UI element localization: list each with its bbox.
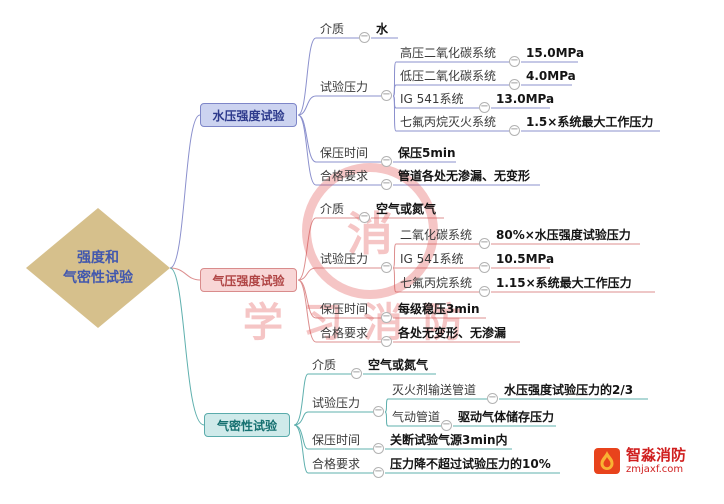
topic-label[interactable]: 七氟丙烷系统 bbox=[400, 276, 473, 290]
branch2-connectors bbox=[169, 217, 655, 343]
collapse-icon[interactable]: − bbox=[381, 178, 392, 190]
root-title-line2: 气密性试验 bbox=[63, 270, 133, 286]
collapse-icon[interactable]: − bbox=[479, 101, 490, 113]
topic-label[interactable]: 合格要求 bbox=[320, 169, 369, 183]
collapse-icon[interactable]: − bbox=[373, 442, 384, 454]
brand-logo: 智淼消防 zmjaxf.com bbox=[594, 446, 687, 476]
topic-label[interactable]: IG 541系统 bbox=[400, 252, 464, 266]
topic-label[interactable]: 气动管道 bbox=[392, 410, 441, 424]
topic-value[interactable]: 1.15×系统最大工作压力 bbox=[496, 276, 632, 290]
topic-value[interactable]: 每级稳压3min bbox=[398, 302, 480, 316]
topic-label[interactable]: 合格要求 bbox=[312, 457, 361, 471]
topic-label[interactable]: 试验压力 bbox=[312, 396, 361, 410]
collapse-icon[interactable]: − bbox=[479, 237, 490, 249]
topic-label[interactable]: 试验压力 bbox=[320, 80, 369, 94]
topic-value[interactable]: 4.0MPa bbox=[526, 69, 576, 83]
collapse-icon[interactable]: − bbox=[479, 285, 490, 297]
collapse-icon[interactable]: − bbox=[479, 261, 490, 273]
collapse-icon[interactable]: − bbox=[351, 367, 362, 379]
collapse-icon[interactable]: − bbox=[381, 89, 392, 101]
branch-node-pneumatic-strength[interactable]: 气压强度试验 bbox=[200, 268, 297, 292]
topic-value[interactable]: 驱动气体储存压力 bbox=[458, 410, 555, 424]
collapse-icon[interactable]: − bbox=[381, 155, 392, 167]
topic-label[interactable]: 合格要求 bbox=[320, 326, 369, 340]
topic-label[interactable]: 高压二氧化碳系统 bbox=[400, 46, 497, 60]
collapse-icon[interactable]: − bbox=[381, 311, 392, 323]
topic-label[interactable]: 介质 bbox=[320, 22, 345, 36]
topic-label[interactable]: 介质 bbox=[312, 358, 337, 372]
collapse-icon[interactable]: − bbox=[441, 419, 452, 431]
branch-node-airtightness[interactable]: 气密性试验 bbox=[204, 413, 290, 437]
collapse-icon[interactable]: − bbox=[509, 124, 520, 136]
topic-value[interactable]: 保压5min bbox=[398, 146, 456, 160]
collapse-icon[interactable]: − bbox=[509, 78, 520, 90]
collapse-icon[interactable]: − bbox=[373, 466, 384, 478]
topic-label[interactable]: 低压二氧化碳系统 bbox=[400, 69, 497, 83]
topic-label[interactable]: 保压时间 bbox=[312, 433, 361, 447]
topic-value[interactable]: 空气或氮气 bbox=[368, 358, 429, 372]
topic-label[interactable]: 二氧化碳系统 bbox=[400, 228, 473, 242]
flame-icon bbox=[594, 448, 620, 475]
topic-value[interactable]: 15.0MPa bbox=[526, 46, 585, 60]
branch-node-hydro-strength[interactable]: 水压强度试验 bbox=[200, 103, 297, 127]
topic-label[interactable]: 七氟丙烷灭火系统 bbox=[400, 115, 497, 129]
topic-label[interactable]: IG 541系统 bbox=[400, 92, 464, 106]
topic-label[interactable]: 保压时间 bbox=[320, 302, 369, 316]
topic-label[interactable]: 灭火剂输送管道 bbox=[392, 383, 477, 397]
topic-value[interactable]: 压力降不超过试验压力的10% bbox=[390, 457, 551, 471]
topic-value[interactable]: 10.5MPa bbox=[496, 252, 555, 266]
topic-value[interactable]: 水 bbox=[376, 22, 389, 36]
topic-value[interactable]: 关断试验气源3min内 bbox=[390, 433, 508, 447]
collapse-icon[interactable]: − bbox=[381, 261, 392, 273]
topic-value[interactable]: 水压强度试验压力的2/3 bbox=[504, 383, 634, 397]
collapse-icon[interactable]: − bbox=[509, 55, 520, 67]
root-title-line1: 强度和 bbox=[77, 250, 119, 266]
topic-value[interactable]: 1.5×系统最大工作压力 bbox=[526, 115, 654, 129]
collapse-icon[interactable]: − bbox=[359, 31, 370, 43]
topic-label[interactable]: 保压时间 bbox=[320, 146, 369, 160]
topic-value[interactable]: 80%×水压强度试验压力 bbox=[496, 228, 631, 242]
topic-label[interactable]: 介质 bbox=[320, 202, 345, 216]
brand-name: 智淼消防 bbox=[626, 446, 687, 464]
branch1-connectors bbox=[169, 37, 660, 269]
collapse-icon[interactable]: − bbox=[359, 211, 370, 223]
collapse-icon[interactable]: − bbox=[373, 405, 384, 417]
brand-domain: zmjaxf.com bbox=[626, 464, 684, 476]
topic-value[interactable]: 各处无变形、无渗漏 bbox=[398, 326, 507, 340]
branch3-connectors bbox=[169, 267, 648, 474]
collapse-icon[interactable]: − bbox=[487, 392, 498, 404]
collapse-icon[interactable]: − bbox=[381, 335, 392, 347]
topic-value[interactable]: 13.0MPa bbox=[496, 92, 555, 106]
topic-label[interactable]: 试验压力 bbox=[320, 252, 369, 266]
topic-value[interactable]: 空气或氮气 bbox=[376, 202, 437, 216]
topic-value[interactable]: 管道各处无渗漏、无变形 bbox=[398, 169, 531, 183]
